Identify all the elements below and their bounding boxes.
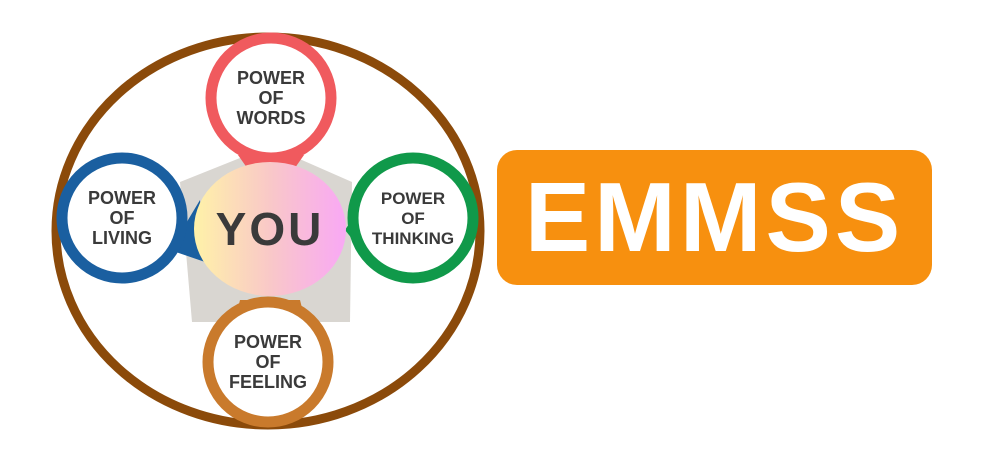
node-ring <box>347 152 479 284</box>
node-ring <box>56 152 188 284</box>
node-label: FEELING <box>229 372 307 392</box>
node-label: LIVING <box>92 228 152 248</box>
node-ring <box>205 32 337 164</box>
you-label: YOU <box>216 203 325 255</box>
you-center <box>194 162 346 296</box>
node-label: POWER <box>88 188 156 208</box>
node-label: OF <box>110 208 135 228</box>
brand-badge: EMMSS <box>497 150 932 285</box>
node-ring <box>202 296 334 428</box>
node-label: OF <box>256 352 281 372</box>
node-label: OF <box>401 209 425 228</box>
node-label: POWER <box>234 332 302 352</box>
node-label: POWER <box>381 189 445 208</box>
node-label: OF <box>259 88 284 108</box>
node-label: THINKING <box>372 229 454 248</box>
node-label: WORDS <box>237 108 306 128</box>
node-label: POWER <box>237 68 305 88</box>
